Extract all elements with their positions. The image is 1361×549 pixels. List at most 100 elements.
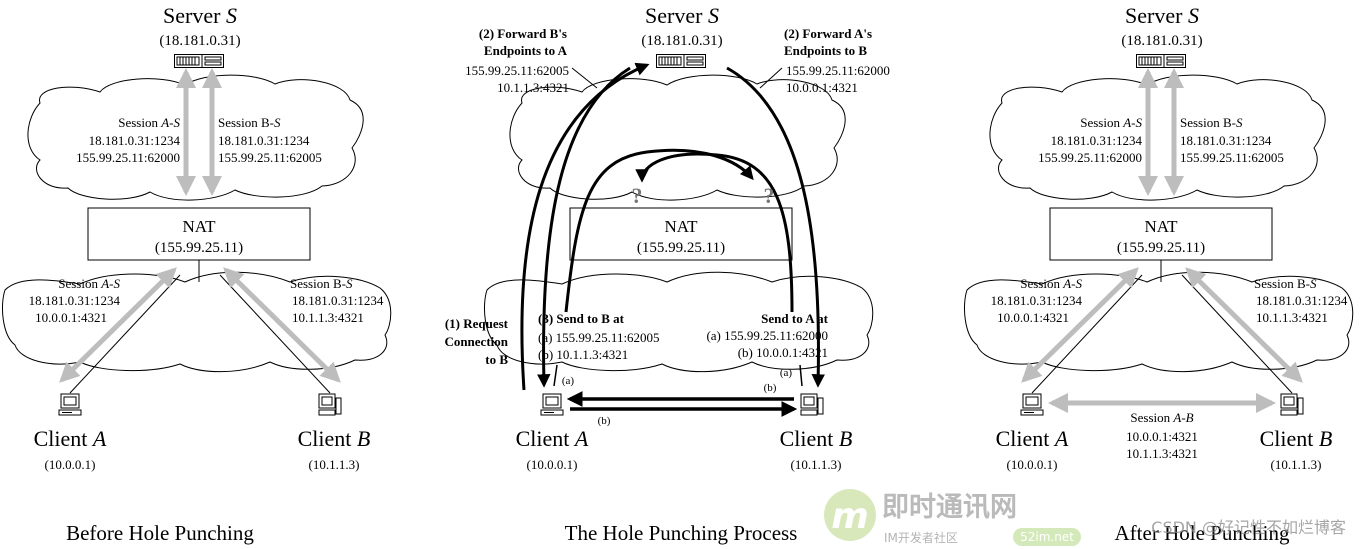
session-bs-lan-arrow [1185, 267, 1303, 383]
server-title: Server S [163, 3, 237, 28]
session-bs-lan-arrow [223, 267, 341, 383]
blocked-question-a: ? [632, 183, 643, 208]
client-b-icon [318, 393, 342, 416]
server-icon [174, 54, 224, 68]
forward-b-endpoint-2: 10.1.1.3:4321 [497, 80, 569, 95]
forward-a-endpoint-1: 155.99.25.11:62000 [786, 63, 890, 78]
forward-to-b-arrow [726, 66, 826, 388]
session-as-endpoint-2: 155.99.25.11:62000 [76, 150, 180, 165]
tick-a-right [799, 364, 803, 387]
session-ab-endpoint-2: 10.1.1.3:4321 [1126, 446, 1198, 461]
session-as-endpoint-1: 18.181.0.31:1234 [89, 133, 181, 148]
client-a-ip: (10.0.0.1) [1007, 457, 1058, 472]
internet-cloud [989, 74, 1326, 201]
watermark-url-badge [1013, 528, 1081, 546]
server-icon [1136, 54, 1186, 68]
session-as-lan-ep1: 18.181.0.31:1234 [29, 293, 121, 308]
tag-b-bottom: (b) [598, 415, 611, 427]
forward-b-endpoint-1: 155.99.25.11:62005 [465, 63, 569, 78]
caption-process: The Hole Punching Process [565, 521, 798, 545]
client-a-ip: (10.0.0.1) [527, 457, 578, 472]
caption-before: Before Hole Punching [66, 521, 254, 545]
session-bs-lan-ep2: 10.1.1.3:4321 [1256, 310, 1328, 325]
watermark-site-sub: IM开发者社区 [884, 530, 958, 545]
forward-b-label-2: Endpoints to A [484, 43, 568, 58]
session-as-lan-arrow [1021, 267, 1139, 383]
send-to-b-option-b: (b) 10.1.1.3:4321 [538, 347, 628, 362]
session-bs-label: Session B-S [1180, 115, 1243, 130]
request-label-1: (1) Request [445, 316, 509, 331]
client-b-title: Client B [1260, 426, 1333, 451]
send-to-a-title: Send to A at [761, 311, 828, 326]
nat-label: NAT [664, 217, 698, 236]
session-as-lan-arrow [59, 267, 177, 383]
nat-ip: (155.99.25.11) [155, 240, 243, 256]
server-title: Server S [645, 3, 719, 28]
forward-to-a-arrow [536, 66, 631, 388]
watermark-logo-letter: m [831, 496, 869, 537]
session-ab-label: Session A-B [1130, 410, 1193, 425]
internet-cloud [27, 74, 364, 201]
request-label-2: Connection [444, 334, 508, 349]
client-a-icon [58, 393, 82, 416]
forward-a-label-2: Endpoints to B [784, 43, 867, 58]
tag-b-top: (b) [764, 382, 777, 394]
server-icon [656, 54, 706, 68]
send-to-b-title: (3) Send to B at [538, 311, 625, 326]
client-b-ip: (10.1.1.3) [1271, 457, 1322, 472]
client-b-icon [800, 393, 824, 416]
forward-a-label-1: (2) Forward A's [784, 26, 872, 41]
client-a-title: Client A [34, 426, 107, 451]
panel-before: Server S (18.181.0.31) Session A-S 18.18… [1, 3, 392, 545]
session-as-lan-ep1: 18.181.0.31:1234 [991, 293, 1083, 308]
server-title: Server S [1125, 3, 1199, 28]
session-bs-label: Session B-S [218, 115, 281, 130]
tag-a-right: (a) [780, 367, 793, 379]
watermark-site-name: 即时通讯网 [882, 492, 1017, 523]
session-bs-lan-ep1: 18.181.0.31:1234 [1256, 293, 1348, 308]
send-to-b-arrow [564, 148, 754, 313]
panel-after: Server S (18.181.0.31) Session A-S 18.18… [963, 3, 1354, 545]
nat-ip: (155.99.25.11) [637, 240, 725, 256]
watermark: m 即时通讯网 IM开发者社区 52im.net CSDN @好记性不如烂博客 [824, 489, 1346, 546]
nat-ip: (155.99.25.11) [1117, 240, 1205, 256]
tag-a-left: (a) [562, 375, 575, 387]
watermark-url: 52im.net [1020, 530, 1074, 544]
client-b-title: Client B [298, 426, 371, 451]
client-a-icon [1020, 393, 1044, 416]
nat-box [87, 207, 311, 261]
server-ip: (18.181.0.31) [159, 33, 240, 49]
client-b-ip: (10.1.1.3) [309, 457, 360, 472]
client-b-ip: (10.1.1.3) [791, 457, 842, 472]
send-to-a-arrow [635, 152, 794, 313]
panel-process: Server S (18.181.0.31) (2) Forward B's E… [444, 3, 889, 545]
session-as-lan-label: Session A-S [1020, 276, 1082, 291]
server-ip: (18.181.0.31) [641, 33, 722, 49]
server-ip: (18.181.0.31) [1121, 33, 1202, 49]
forward-a-endpoint-2: 10.0.0.1:4321 [786, 80, 858, 95]
nat-box [569, 207, 793, 261]
session-as-lan-ep2: 10.0.0.1:4321 [997, 310, 1069, 325]
session-bs-endpoint-1: 18.181.0.31:1234 [1180, 133, 1272, 148]
send-to-a-option-a: (a) 155.99.25.11:62000 [706, 328, 828, 343]
session-bs-endpoint-1: 18.181.0.31:1234 [218, 133, 310, 148]
client-b-icon [1280, 393, 1304, 416]
request-label-3: to B [485, 352, 508, 367]
session-as-label: Session A-S [118, 115, 180, 130]
send-to-b-option-a: (a) 155.99.25.11:62005 [538, 330, 660, 345]
session-bs-lan-label: Session B-S [1254, 276, 1317, 291]
caption-after: After Hole Punching [1115, 521, 1290, 545]
client-a-title: Client A [516, 426, 589, 451]
blocked-question-b: ? [764, 183, 775, 208]
session-as-endpoint-1: 18.181.0.31:1234 [1051, 133, 1143, 148]
tick-a-left [553, 364, 558, 387]
client-b-title: Client B [780, 426, 853, 451]
forward-a-leader [759, 67, 783, 89]
forward-b-label-1: (2) Forward B's [479, 26, 567, 41]
session-as-lan-label: Session A-S [58, 276, 120, 291]
watermark-credit: CSDN @好记性不如烂博客 [1151, 518, 1346, 537]
nat-label: NAT [182, 217, 216, 236]
session-bs-endpoint-2: 155.99.25.11:62005 [1180, 150, 1284, 165]
